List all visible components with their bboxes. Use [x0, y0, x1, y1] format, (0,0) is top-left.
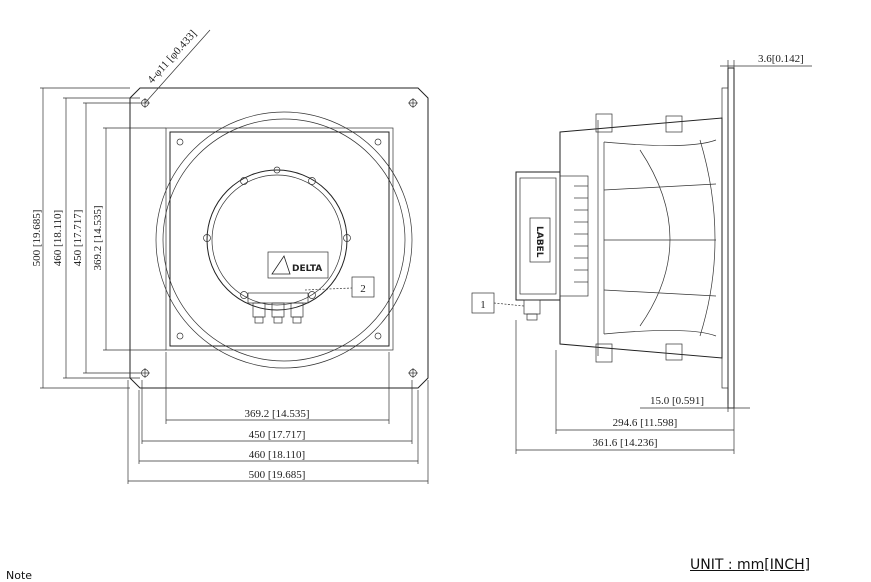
flange-plate: [727, 67, 735, 409]
dim-h-369: 369.2 [14.535]: [244, 408, 309, 420]
cable-glands: [247, 292, 309, 324]
note-label: Note: [6, 569, 33, 582]
dim-361: 361.6 [14.236]: [592, 437, 657, 449]
motor-cover: [206, 169, 348, 311]
screw-icon: [176, 332, 184, 340]
screw-icon: [374, 332, 382, 340]
hole-callout: 4-φ11 [φ0.433]: [145, 28, 199, 86]
motor-cover-inner: [211, 174, 343, 306]
label-plate: [529, 217, 551, 263]
label-text: LABEL: [534, 226, 544, 258]
dim-h-500: 500 [19.685]: [249, 469, 306, 481]
dim-v-460: 460 [18.110]: [52, 210, 64, 266]
callout-1-box: [471, 292, 495, 314]
fan-body: [559, 117, 723, 359]
front-view: DELTA 2 4-φ11 [φ0.433]: [31, 28, 429, 484]
motor-plate-outline: [165, 127, 394, 351]
fan-ring-outer: [155, 111, 413, 369]
side-dimensions: [515, 320, 750, 454]
svg-text:DELTA: DELTA: [292, 264, 322, 274]
screw-icon: [374, 138, 382, 146]
motor-plate: [169, 131, 390, 347]
callout-1-label: 1: [480, 299, 486, 311]
delta-logo: DELTA: [267, 251, 329, 279]
mounting-hole-icon: [408, 98, 418, 108]
unit-label: UNIT : mm[INCH]: [690, 557, 811, 573]
mounting-plate: [129, 87, 429, 389]
dim-3-6: 3.6[0.142]: [758, 53, 804, 65]
callout-2-box: [351, 276, 375, 298]
dim-15: 15.0 [0.591]: [650, 395, 704, 407]
cover-screws: [203, 166, 351, 299]
dim-h-460: 460 [18.110]: [249, 449, 305, 461]
dim-v-450: 450 [17.717]: [72, 210, 84, 267]
mounting-hole-icon: [408, 368, 418, 378]
dim-v-369: 369.2 [14.535]: [92, 205, 104, 270]
horizontal-dimensions: [127, 352, 429, 484]
dim-294: 294.6 [11.598]: [613, 417, 678, 429]
heatsink-fins: [574, 185, 588, 283]
dim-h-450: 450 [17.717]: [249, 429, 306, 441]
mounting-hole-icon: [140, 368, 150, 378]
cable-gland-side: [523, 299, 541, 315]
fan-ring-inner: [162, 118, 406, 362]
dim-v-500: 500 [19.685]: [31, 210, 43, 267]
callout-2-label: 2: [360, 283, 366, 295]
screw-icon: [176, 138, 184, 146]
side-view: LABEL 1 3.6[0.142]: [471, 53, 812, 454]
vertical-dimensions: [40, 87, 166, 389]
